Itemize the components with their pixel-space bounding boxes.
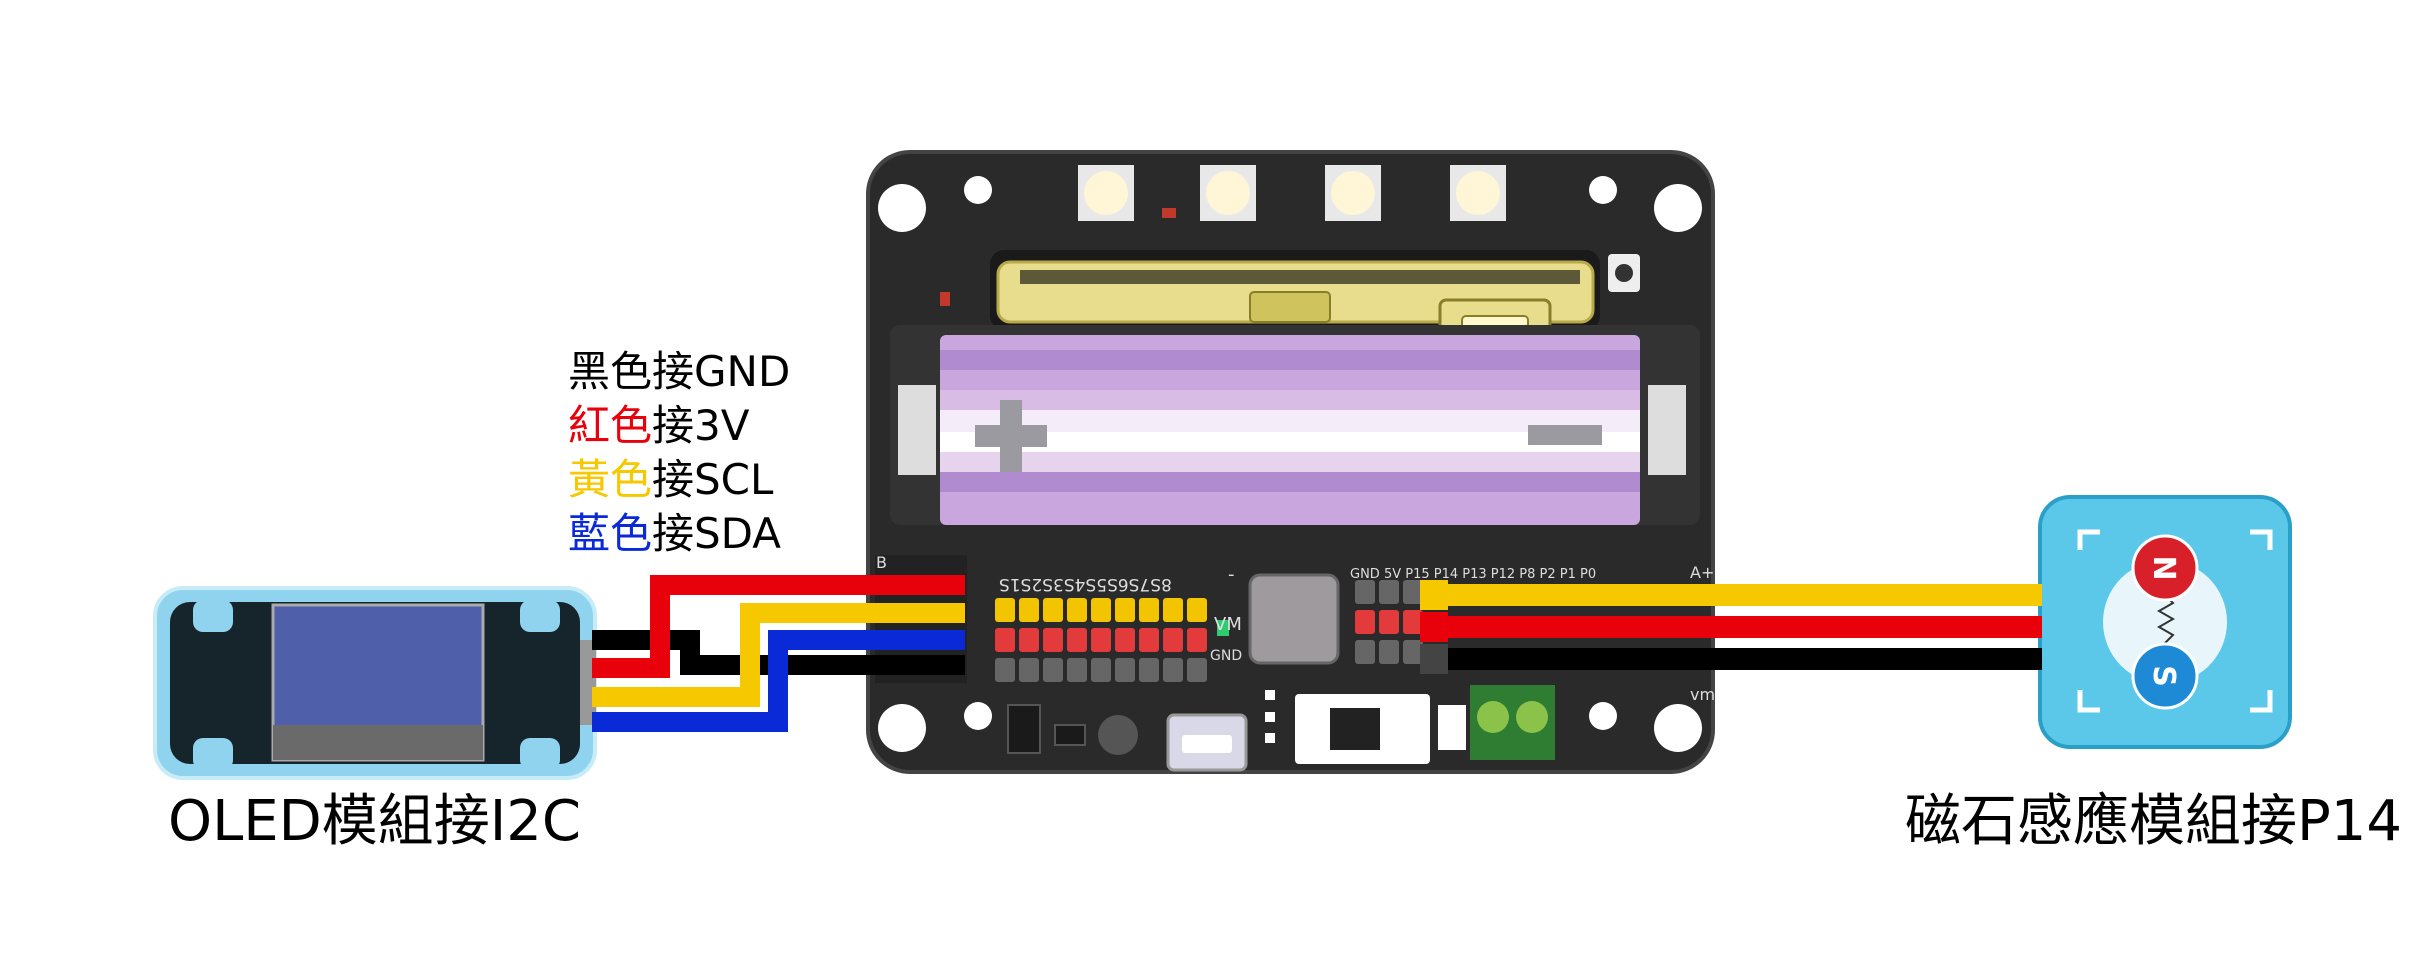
mount-hole-tl — [878, 184, 926, 232]
oled-caption: OLED模組接I2C — [168, 789, 581, 854]
legend-blue-color: 藍色 — [568, 509, 652, 558]
header-pin — [1355, 640, 1375, 664]
gnd-label: GND — [1210, 648, 1242, 664]
header-pin — [1091, 598, 1111, 622]
header-pin — [1403, 640, 1423, 664]
header-pin — [1067, 598, 1087, 622]
magnet-wires — [1448, 584, 2042, 670]
south-label: S — [2146, 665, 2181, 687]
legend-black-color: 黑色 — [568, 347, 652, 396]
header-pin — [1163, 658, 1183, 682]
svg-text:紅色接3V: 紅色接3V — [568, 401, 750, 450]
header-pin — [1187, 598, 1207, 622]
edge-label-b: B — [876, 553, 887, 572]
header-pin — [1115, 598, 1135, 622]
header-pin — [1043, 598, 1063, 622]
wire-color-legend: 黑色接GND 紅色接3V 黃色接SCL 藍色接SDA — [568, 347, 790, 558]
legend-red-text: 接3V — [652, 401, 750, 450]
header-pin — [1379, 610, 1399, 634]
header-pin — [1379, 580, 1399, 604]
header-pin — [1115, 628, 1135, 652]
header-pin — [1019, 628, 1039, 652]
header-pin — [1091, 658, 1111, 682]
header-pin — [1187, 658, 1207, 682]
header-pin — [1163, 628, 1183, 652]
expansion-board: 8S7S6S5S4S3S2S1S GND 5V P15 P14 P13 P12 … — [866, 150, 1715, 774]
header-pin — [1067, 658, 1087, 682]
header-pin — [1403, 610, 1423, 634]
legend-yellow-text: 接SCL — [652, 455, 774, 504]
bottom-components — [1007, 685, 1555, 772]
legend-black-text: 接GND — [652, 347, 790, 396]
header-pin — [995, 628, 1015, 652]
legend-blue-text: 接SDA — [652, 509, 781, 558]
header-pin — [1043, 628, 1063, 652]
header-pin — [1139, 628, 1159, 652]
header-pin — [1355, 580, 1375, 604]
header-pin — [995, 598, 1015, 622]
header-pin — [1019, 598, 1039, 622]
edge-label-a: A+ — [1690, 563, 1714, 582]
header-pin — [1379, 640, 1399, 664]
header-pin — [1187, 628, 1207, 652]
magnet-caption: 磁石感應模組接P14 — [1905, 789, 2402, 854]
rgb-leds — [1078, 165, 1506, 221]
header-pin — [995, 658, 1015, 682]
battery-holder — [890, 325, 1700, 525]
oled-wire-black — [592, 630, 965, 675]
south-pole — [2131, 642, 2199, 710]
header-pin — [1115, 658, 1135, 682]
header-pin — [1139, 598, 1159, 622]
edge-label-vm: vm — [1690, 685, 1715, 704]
header-pin — [1139, 658, 1159, 682]
header-pin — [1163, 598, 1183, 622]
magnet-sensor-module: N S — [2038, 495, 2292, 749]
mount-hole-tr — [1654, 184, 1702, 232]
header-pin — [1403, 580, 1423, 604]
header-pin — [1067, 628, 1087, 652]
mount-hole-bl — [878, 704, 926, 752]
header-pin — [1043, 658, 1063, 682]
minus-label: - — [1228, 564, 1235, 585]
north-label: N — [2146, 555, 2181, 580]
vm-label: VM — [1214, 614, 1242, 635]
oled-wires — [592, 575, 965, 732]
oled-wire-yellow — [592, 603, 965, 707]
oled-wire-red — [592, 575, 965, 678]
left-header-label: 8S7S6S5S4S3S2S1S — [999, 574, 1172, 594]
legend-red-color: 紅色 — [568, 401, 652, 450]
legend-yellow-color: 黃色 — [568, 455, 652, 504]
oled-module — [153, 586, 597, 780]
header-pin — [1019, 658, 1039, 682]
header-pin — [1355, 610, 1375, 634]
mount-hole-br — [1654, 704, 1702, 752]
right-header-label: GND 5V P15 P14 P13 P12 P8 P2 P1 P0 — [1350, 567, 1596, 582]
header-pin — [1091, 628, 1111, 652]
svg-text:藍色接SDA: 藍色接SDA — [568, 509, 781, 558]
svg-text:黑色接GND: 黑色接GND — [568, 347, 790, 396]
north-pole — [2131, 534, 2199, 602]
microbit-slot — [990, 250, 1600, 370]
svg-text:黃色接SCL: 黃色接SCL — [568, 455, 774, 504]
oled-wire-blue — [592, 630, 965, 732]
